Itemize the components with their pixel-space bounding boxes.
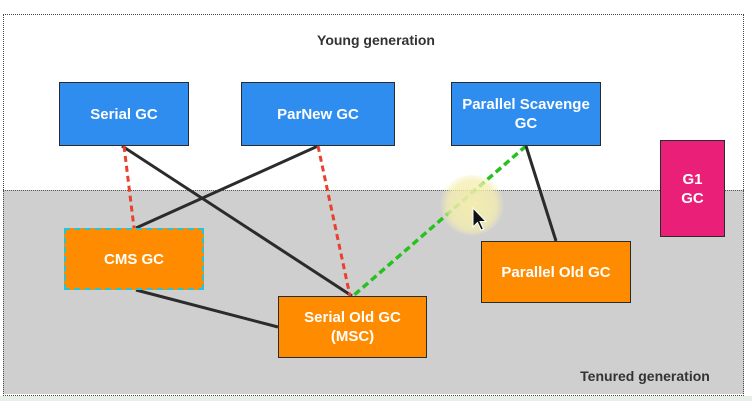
parnew-gc-node: ParNew GC <box>241 82 395 146</box>
edge-cms-to-serial-old <box>135 288 279 329</box>
edge-parnew-to-cms <box>135 144 319 230</box>
bottom-strip <box>0 396 752 401</box>
parallel-old-gc-node: Parallel Old GC <box>481 241 631 303</box>
edge-serial-to-serial-old <box>121 144 353 298</box>
g1-gc-node: G1 GC <box>660 140 725 237</box>
parallel-scavenge-gc-node: Parallel Scavenge GC <box>451 82 601 146</box>
diagram-border <box>3 14 744 396</box>
edge-serial-to-cms <box>122 145 136 229</box>
edge-parallel-scavenge-to-serial-old <box>351 144 528 298</box>
serial-old-gc-node: Serial Old GC (MSC) <box>278 296 427 358</box>
edge-parnew-to-serial-old <box>316 145 352 297</box>
tenured-generation-label: Tenured generation <box>580 368 710 384</box>
edge-parallel-scavenge-to-parallel-old <box>524 145 558 242</box>
cursor-highlight <box>440 175 504 235</box>
cms-gc-node: CMS GC <box>64 228 204 290</box>
generation-divider <box>3 190 744 191</box>
young-generation-label: Young generation <box>317 32 435 48</box>
serial-gc-node: Serial GC <box>59 82 189 146</box>
mouse-pointer-icon <box>472 207 488 231</box>
